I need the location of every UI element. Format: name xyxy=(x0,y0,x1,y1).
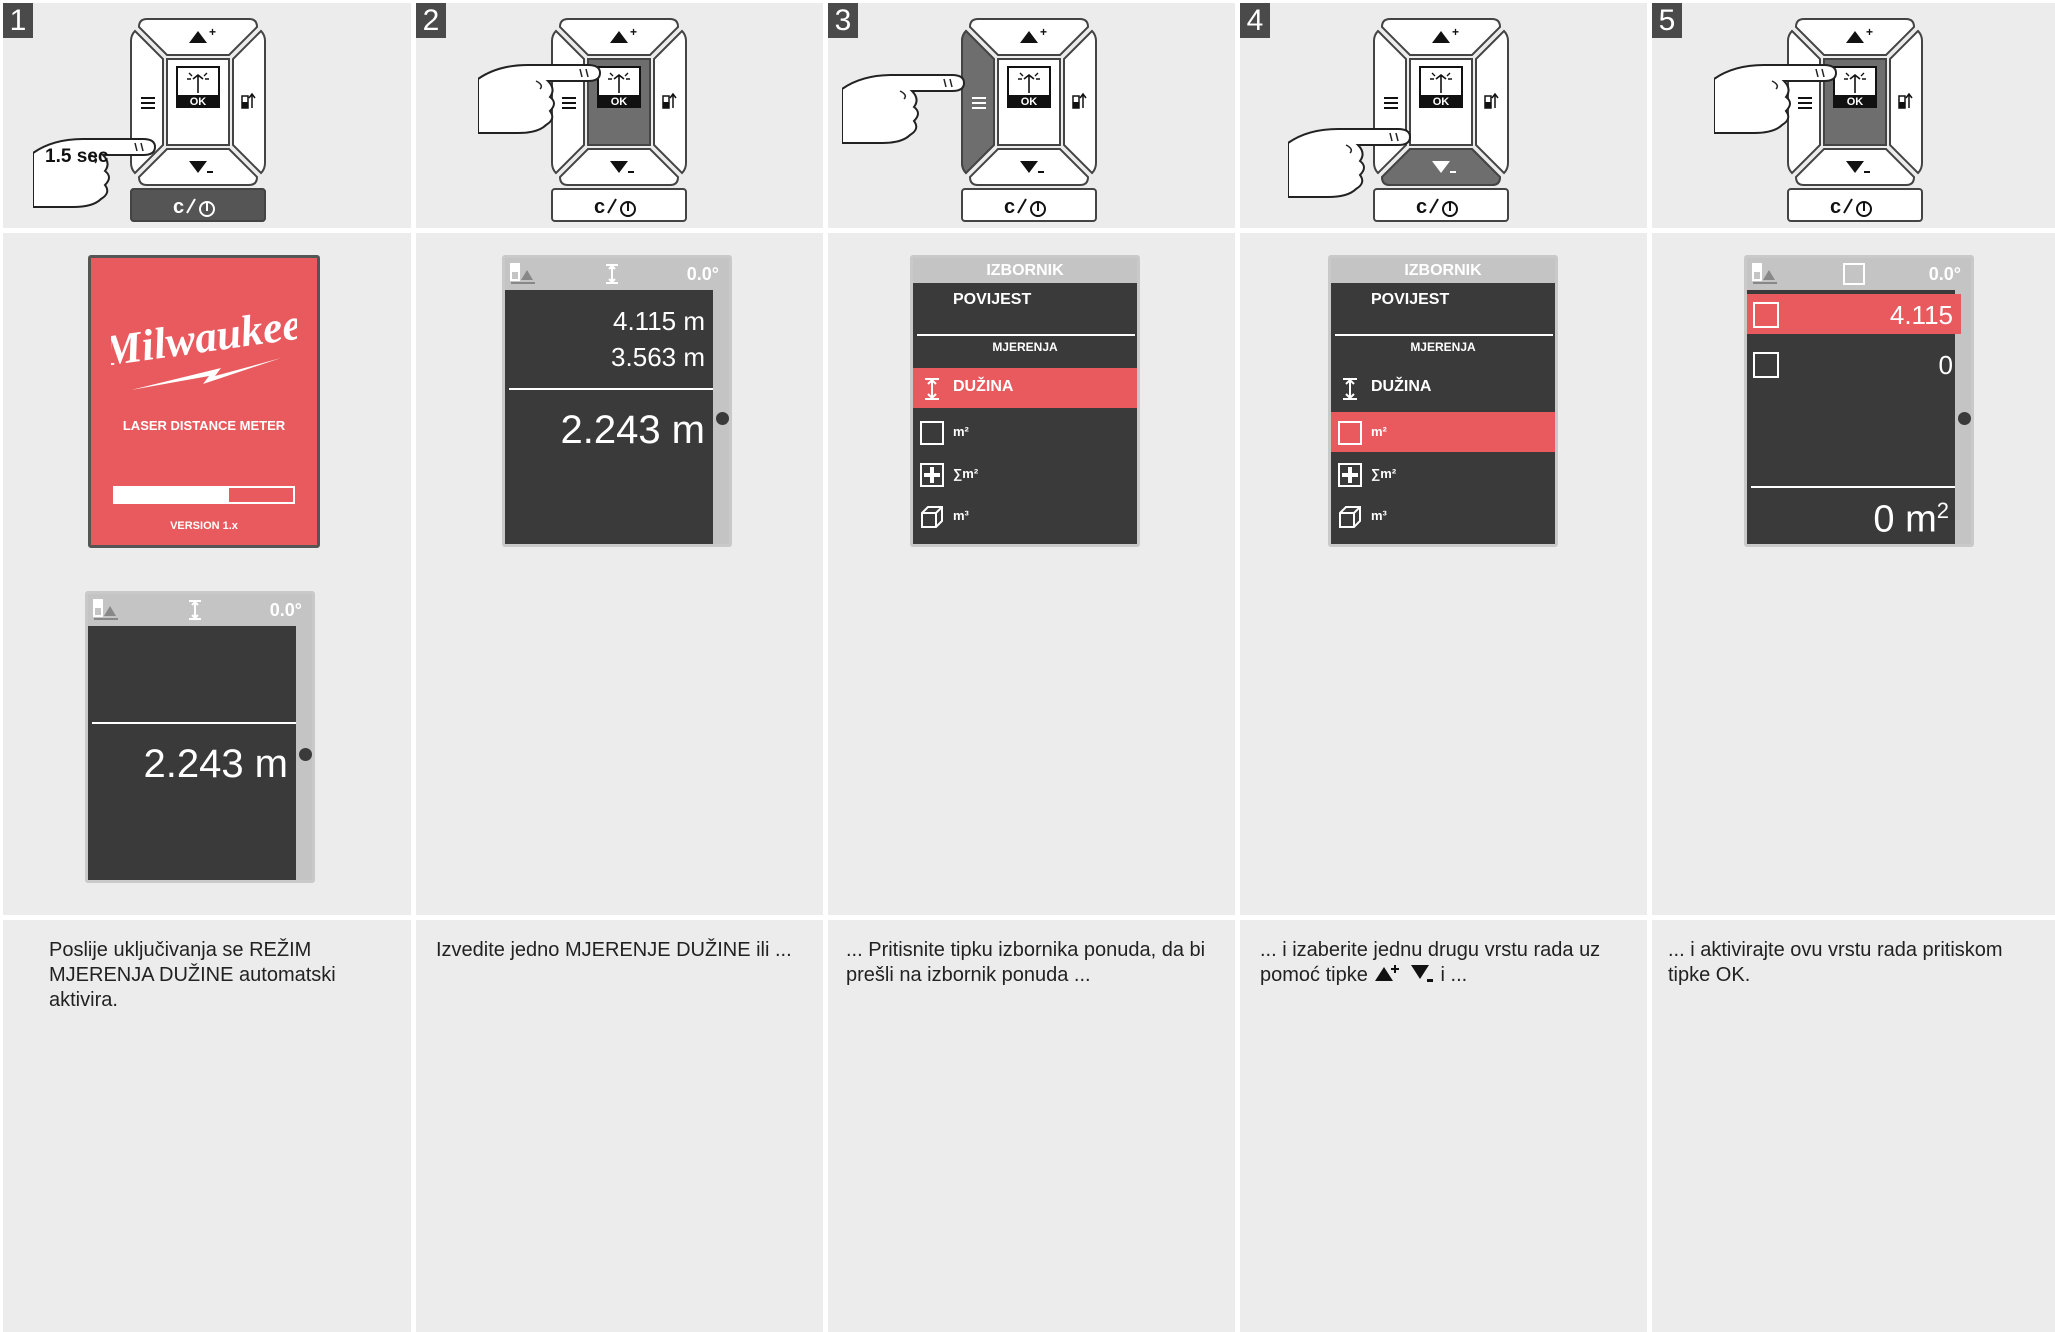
down-key-icon xyxy=(1410,965,1433,982)
menu-screen: IZBORNIK POVIJEST MJERENJA DUŽINA m² ∑m² xyxy=(910,255,1140,547)
splash-screen: Milwaukee LASER DISTANCE METER VERSION 1… xyxy=(88,255,320,548)
scrollbar xyxy=(713,290,729,544)
step-4-caption-panel: ... i izaberite jednu drugu vrstu rada u… xyxy=(1240,920,1647,1332)
menu-item-area[interactable]: m² xyxy=(913,412,1137,452)
keypad xyxy=(961,18,1097,222)
length-mode-icon xyxy=(606,264,618,284)
volume-icon xyxy=(1339,506,1361,528)
menu-item-sum-area[interactable]: ∑m² xyxy=(913,454,1137,494)
history-value-1: 4.115 m xyxy=(612,306,705,336)
area-icon xyxy=(1338,421,1362,445)
loading-progress-fill xyxy=(115,488,229,502)
side-b-icon xyxy=(1753,352,1779,378)
step-1-keypad-panel: 1 c 1.5 sec xyxy=(3,3,411,228)
menu-item-area[interactable]: m² xyxy=(1331,412,1555,452)
length-icon xyxy=(925,378,939,400)
step-caption: Izvedite jedno MJERENJE DUŽINE ili ... xyxy=(436,939,792,961)
step-3-caption-panel: ... Pritisnite tipku izbornika ponuda, d… xyxy=(828,920,1235,1332)
side-a-icon xyxy=(1753,302,1779,328)
step-caption: ... Pritisnite tipku izbornika ponuda, d… xyxy=(846,939,1206,986)
menu-history[interactable]: POVIJEST xyxy=(1371,291,1450,308)
angle-readout: 0.0° xyxy=(686,264,719,284)
menu-item-volume[interactable]: m³ xyxy=(913,496,1137,536)
step-caption: ... i izaberite jednu drugu vrstu rada u… xyxy=(1260,939,1601,986)
menu-item-volume[interactable]: m³ xyxy=(1331,496,1555,536)
milwaukee-logo: Milwaukee xyxy=(111,308,297,390)
area-row-width: 0 xyxy=(1747,344,1961,384)
menu-item-length[interactable]: DUŽINA xyxy=(913,368,1137,408)
hand-icon xyxy=(1714,64,1837,134)
status-bar: 0.0° xyxy=(1747,258,1971,290)
hand-icon xyxy=(842,74,965,144)
step-number: 1 xyxy=(3,3,33,38)
step-caption: ... i aktivirajte ovu vrstu rada pritisk… xyxy=(1668,939,2003,986)
keypad: c xyxy=(130,18,266,222)
splash-version: VERSION 1.x xyxy=(170,520,238,532)
keypad xyxy=(1373,18,1509,222)
step-2-caption-panel: Izvedite jedno MJERENJE DUŽINE ili ... xyxy=(416,920,823,1332)
sum-area-icon xyxy=(1338,463,1362,487)
status-bar: 0.0° xyxy=(88,594,312,626)
area-mode-icon xyxy=(1843,263,1865,285)
svg-text:Milwaukee: Milwaukee xyxy=(111,308,297,376)
measurement-value: 2.243 m xyxy=(143,742,288,786)
area-result: 0 m2 xyxy=(1873,498,1949,541)
reference-icon xyxy=(1752,263,1777,284)
area-row-length: 4.115 xyxy=(1747,294,1961,334)
sum-area-icon xyxy=(920,463,944,487)
history-value-2: 3.563 m xyxy=(611,342,705,372)
step-caption: Poslije uključivanja se REŽIM MJERENJA D… xyxy=(49,939,336,1011)
svg-text:c: c xyxy=(173,196,184,218)
menu-section-title: MJERENJA xyxy=(992,340,1058,354)
step-2-screen-panel: 0.0° 4.115 m 3.563 m 2.243 m xyxy=(416,233,823,915)
length-icon xyxy=(1343,378,1357,400)
status-bar: 0.0° xyxy=(505,258,729,290)
step-1-screen-panel: Milwaukee LASER DISTANCE METER VERSION 1… xyxy=(3,233,411,915)
press-duration-label: 1.5 sec xyxy=(45,146,109,167)
menu-section-title: MJERENJA xyxy=(1410,340,1476,354)
step-5-caption-panel: ... i aktivirajte ovu vrstu rada pritisk… xyxy=(1652,920,2055,1332)
area-screen: 0.0° 4.115 0 0 m2 xyxy=(1744,255,1974,547)
menu-item-length[interactable]: DUŽINA xyxy=(1331,368,1555,408)
measurement-screen: 0.0° 2.243 m xyxy=(85,591,315,883)
area-icon xyxy=(920,421,944,445)
reference-icon xyxy=(93,599,118,620)
step-4-keypad-panel: 4 xyxy=(1240,3,1647,228)
measurement-value: 2.243 m xyxy=(560,408,705,452)
hand-icon xyxy=(1288,128,1411,198)
menu-history[interactable]: POVIJEST xyxy=(953,291,1032,308)
measurement-screen: 0.0° 4.115 m 3.563 m 2.243 m xyxy=(502,255,732,547)
step-number: 5 xyxy=(1652,3,1682,38)
hand-icon xyxy=(33,138,156,208)
loading-progress-bar xyxy=(113,486,295,504)
step-number: 3 xyxy=(828,3,858,38)
scrollbar xyxy=(1955,290,1971,544)
step-5-keypad-panel: 5 xyxy=(1652,3,2055,228)
step-2-keypad-panel: 2 xyxy=(416,3,823,228)
menu-screen: IZBORNIK POVIJEST MJERENJA DUŽINA m² ∑m² xyxy=(1328,255,1558,547)
step-3-screen-panel: IZBORNIK POVIJEST MJERENJA DUŽINA m² ∑m² xyxy=(828,233,1235,915)
step-5-screen-panel: 0.0° 4.115 0 0 m2 xyxy=(1652,233,2055,915)
menu-item-sum-area[interactable]: ∑m² xyxy=(1331,454,1555,494)
length-mode-icon xyxy=(189,600,201,620)
angle-readout: 0.0° xyxy=(269,600,302,620)
scrollbar xyxy=(296,626,312,880)
step-number: 4 xyxy=(1240,3,1270,38)
step-3-keypad-panel: 3 xyxy=(828,3,1235,228)
hand-icon xyxy=(478,64,601,134)
step-1-caption-panel: Poslije uključivanja se REŽIM MJERENJA D… xyxy=(3,920,411,1332)
step-4-screen-panel: IZBORNIK POVIJEST MJERENJA DUŽINA m² ∑m² xyxy=(1240,233,1647,915)
step-number: 2 xyxy=(416,3,446,38)
up-key-icon xyxy=(1375,965,1400,981)
volume-icon xyxy=(921,506,943,528)
splash-title: LASER DISTANCE METER xyxy=(122,418,286,433)
angle-readout: 0.0° xyxy=(1928,264,1961,284)
reference-icon xyxy=(510,263,535,284)
menu-header: IZBORNIK xyxy=(1331,258,1555,283)
menu-header: IZBORNIK xyxy=(913,258,1137,283)
